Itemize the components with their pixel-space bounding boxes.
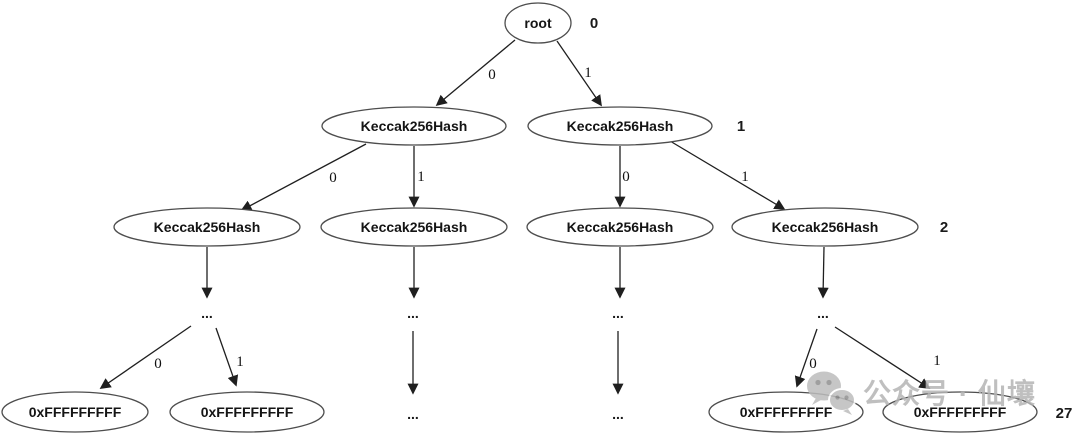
leaf-node-1-label: 0xFFFFFFFFF [29,404,122,420]
leaf-node-4 [882,391,1038,433]
hash-node-l2-d-label: Keccak256Hash [772,219,879,235]
depth-index-1: 1 [737,118,745,135]
ellipsis-bottom-c: ... [612,406,624,422]
tree-nodes: root Keccak256Hash Keccak256Hash Keccak2… [1,2,1038,433]
edge-ellipsis-to-leaf4 [834,326,931,389]
edge-root-to-l1-right [556,40,602,107]
hash-node-l1-right-label: Keccak256Hash [567,118,674,134]
depth-indices: 0 1 2 27 [590,15,1073,422]
edge-root-to-l1-left [435,39,516,107]
edge-label-l1left-0: 0 [329,170,337,186]
edge-label-right-leaf-0: 0 [809,356,817,372]
hash-node-l2-b-label: Keccak256Hash [361,219,468,235]
ellipsis-bottom-b: ... [407,406,419,422]
edge-label-l1right-0: 0 [622,169,630,185]
depth-index-27: 27 [1056,405,1073,422]
hash-node-l2-c [526,207,714,247]
tree-edges [99,39,931,395]
leaf-node-3-label: 0xFFFFFFFFF [740,404,833,420]
edge-label-l1left-1: 1 [417,169,425,185]
edge-label-right-leaf-1: 1 [933,353,941,369]
edge-label-l1right-1: 1 [741,169,749,185]
edge-ellipsis-to-leaf2 [215,327,239,387]
edge-ellipsis-to-leaf1 [99,325,192,389]
hash-node-l2-a-label: Keccak256Hash [154,219,261,235]
hash-node-l2-d [731,207,919,247]
ellipsis-mid-d: ... [817,305,829,321]
root-node-label: root [524,15,552,31]
edge-label-root-0: 0 [488,67,496,83]
edge-label-root-1: 1 [584,65,592,81]
edge-l1right-to-l2d [669,140,786,210]
leaf-node-2-label: 0xFFFFFFFFF [201,404,294,420]
hash-node-l2-b [320,207,508,247]
edge-ellipsis-to-leaf3 [794,328,818,388]
ellipsis-mid-b: ... [407,305,419,321]
root-node [504,2,572,44]
leaf-node-2 [169,391,325,433]
depth-index-2: 2 [940,219,948,236]
ellipsis-mid-c: ... [612,305,624,321]
edge-label-left-leaf-1: 1 [236,354,244,370]
leaf-node-1 [1,391,149,433]
depth-index-0: 0 [590,15,598,32]
hash-node-l2-a [113,207,301,247]
hash-node-l1-right [527,106,713,146]
hash-node-l2-c-label: Keccak256Hash [567,219,674,235]
edge-l1left-to-l2a [240,143,367,211]
edge-l2d-to-ellipsis [817,246,829,299]
hash-node-l1-left [321,106,507,146]
leaf-node-4-label: 0xFFFFFFFFF [914,404,1007,420]
leaf-node-3 [708,391,864,433]
ellipsis-mid-a: ... [201,305,213,321]
edge-label-left-leaf-0: 0 [154,356,162,372]
hash-node-l1-left-label: Keccak256Hash [361,118,468,134]
edge-bit-labels: 0 1 0 1 0 1 0 1 0 1 [154,65,941,372]
